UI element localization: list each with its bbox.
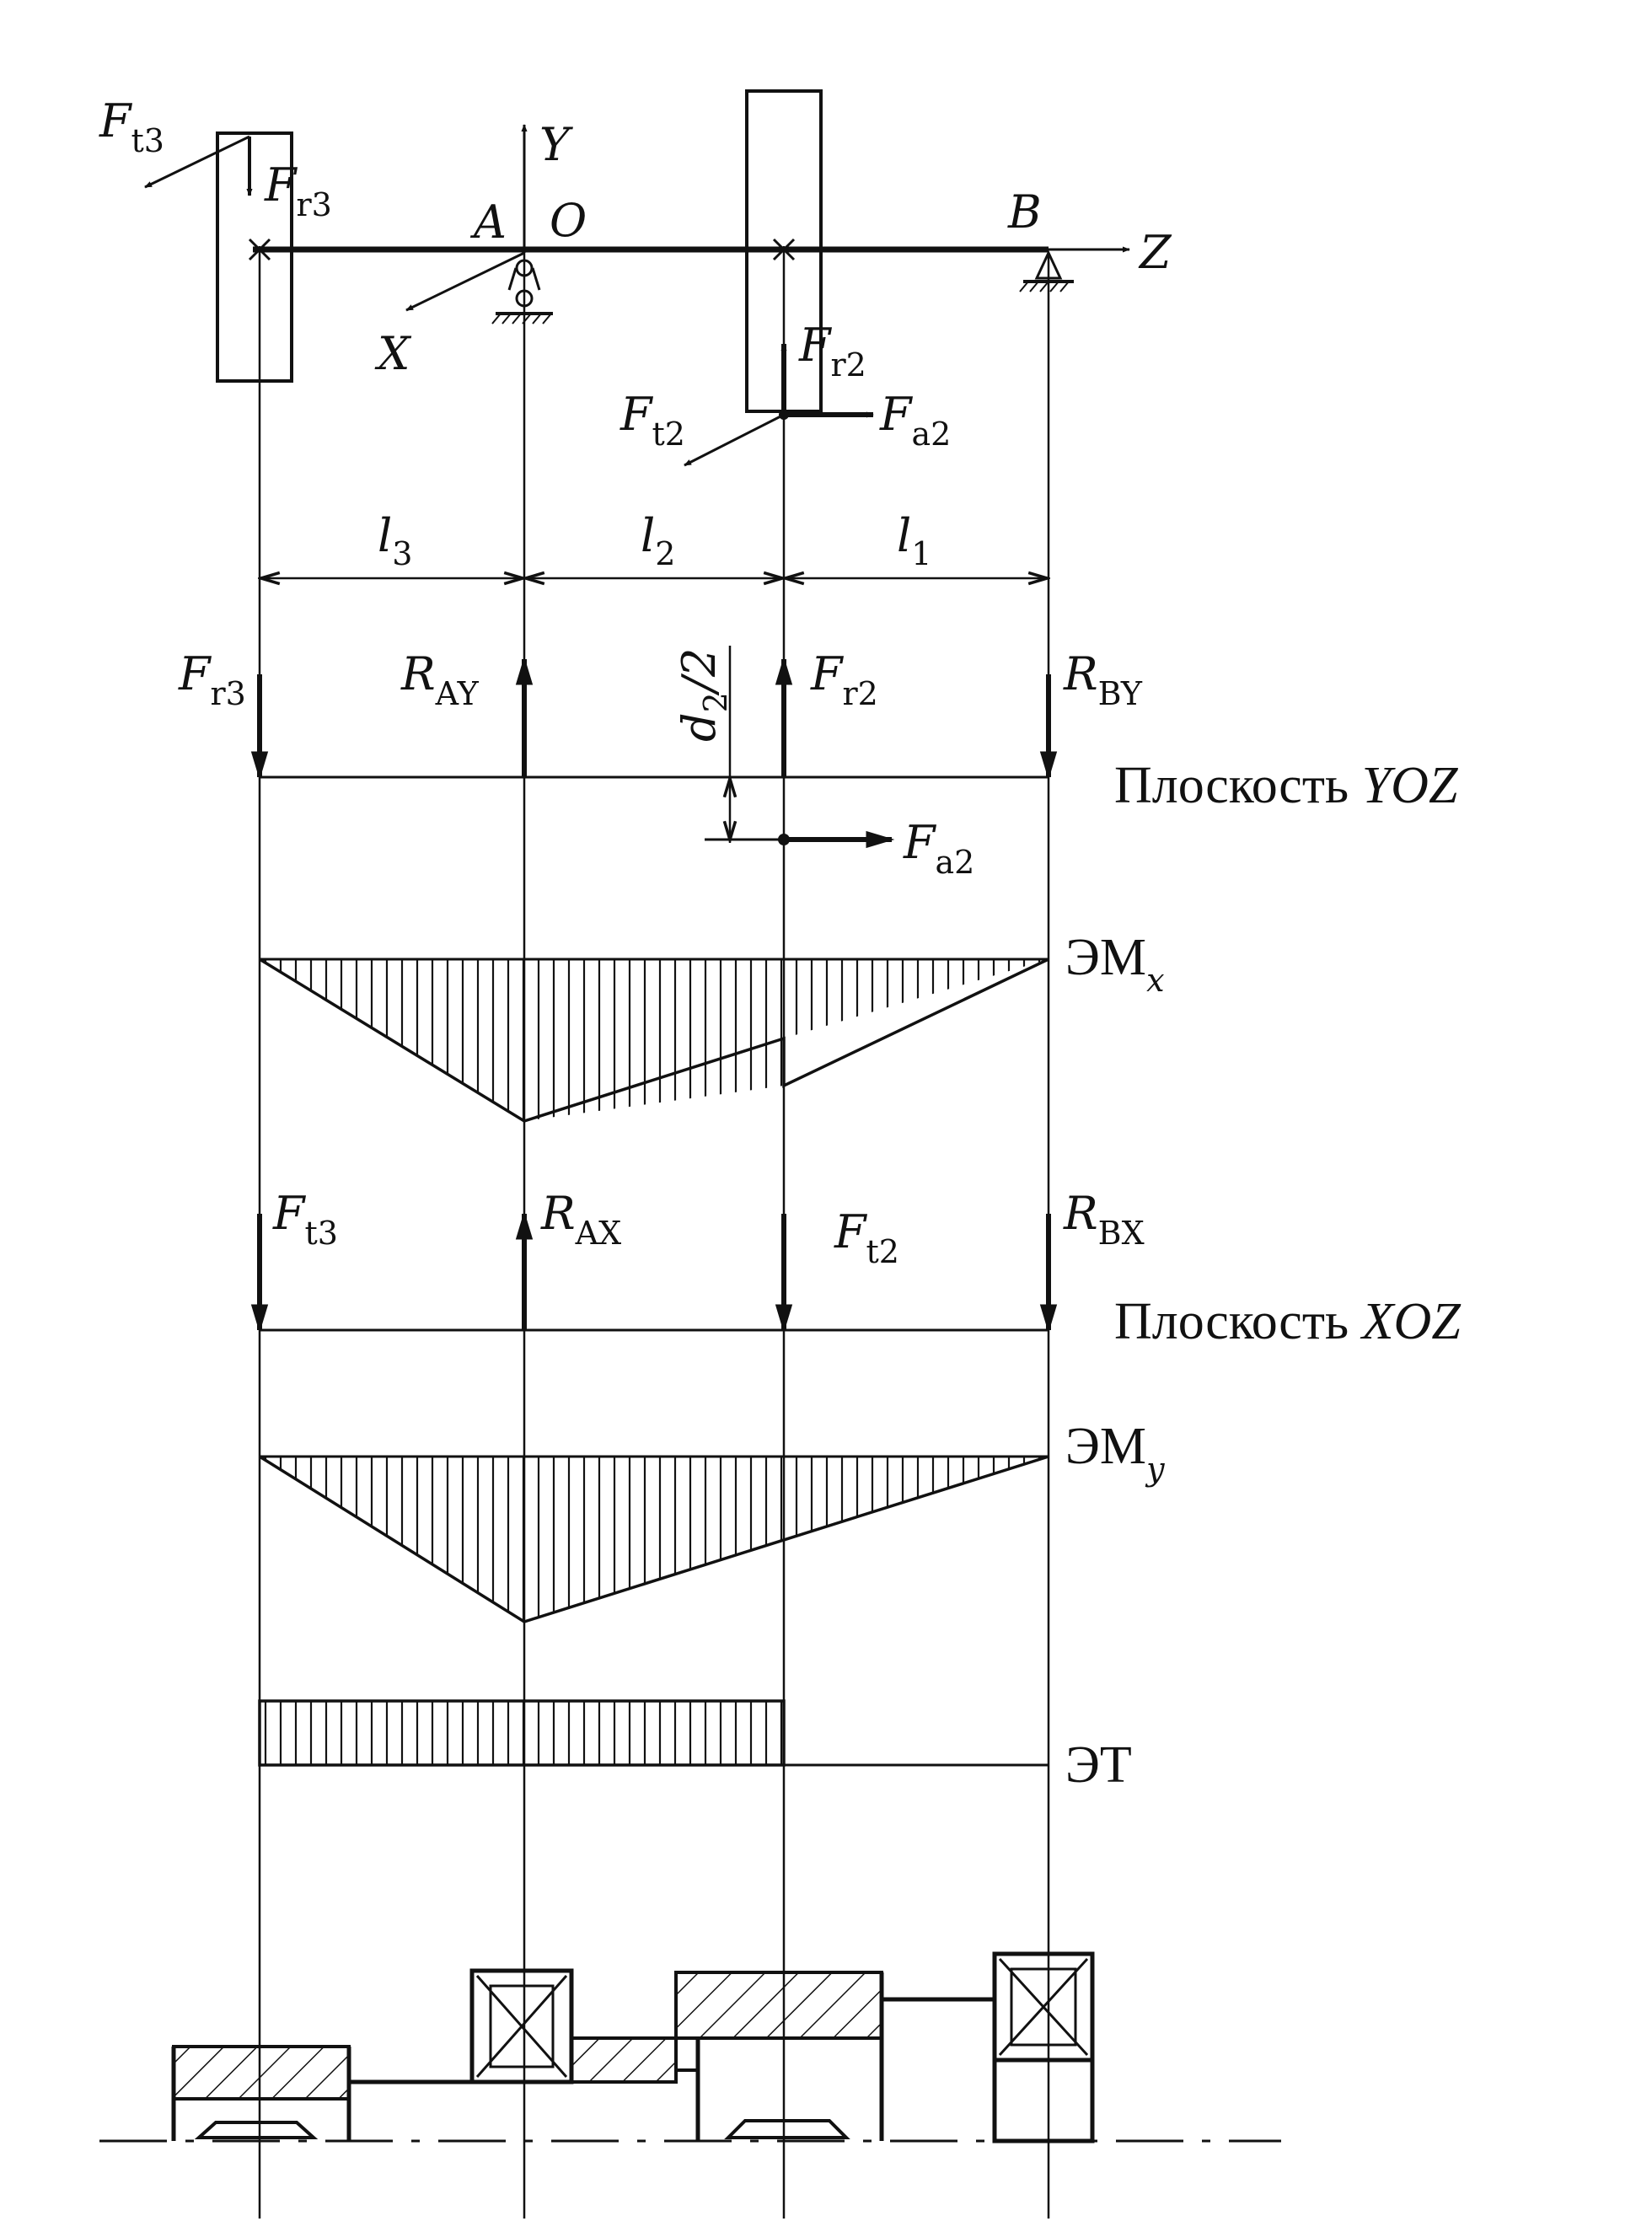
shaft-end [992, 2060, 1095, 2143]
spacer-sleeve [570, 2036, 678, 2084]
epure-mx-fill [260, 959, 1049, 1121]
epure-my: ЭМy [259, 1418, 1165, 1623]
epure-my-fill [260, 1457, 1049, 1622]
axis-x-label: X [374, 327, 412, 380]
force-r2-label: Fr2 [798, 319, 866, 384]
key-slot-right [724, 2119, 850, 2139]
epure-t-outline [258, 1699, 786, 1767]
load-a2-label-yoz: Fa2 [903, 816, 974, 881]
gear3-center-mark [248, 238, 271, 261]
span-l2-label: l2 [641, 509, 675, 572]
plane-xoz-title: Плоскость XOZ [1114, 1293, 1461, 1350]
force-t3-label: Ft3 [99, 94, 164, 159]
load-t3-label-xoz: Ft3 [272, 1187, 338, 1252]
plane-yoz-title: Плоскость YOZ [1114, 757, 1458, 814]
epure-mx-label: ЭМx [1065, 929, 1165, 999]
x-axis-arrow [405, 251, 525, 312]
epure-t: ЭТ [258, 1699, 1132, 1794]
load-a2-point [778, 834, 790, 845]
plane-xoz-scheme: Ft3 RAX Ft2 RBX Плоскость XOZ [250, 1187, 1461, 1350]
gear3-body [216, 131, 293, 383]
epure-t-label: ЭТ [1065, 1736, 1132, 1794]
origin-label: O [550, 194, 587, 247]
span-dimensions: l3 l2 l1 [263, 509, 1045, 578]
key-slot-left [194, 2121, 319, 2139]
reaction-ax-label: RAX [540, 1187, 621, 1252]
reaction-ay-label: RAY [400, 647, 480, 712]
support-a-icon [491, 259, 553, 325]
reaction-by-label: RBY [1063, 647, 1143, 712]
gear2-center-mark [772, 238, 796, 261]
load-t2-label-xoz: Ft2 [834, 1205, 899, 1270]
load-r2-label-yoz: Fr2 [810, 647, 878, 712]
epure-mx-outline [259, 958, 1049, 1123]
gear2-hatched-rim [674, 1971, 883, 2040]
force-t3-arrow [144, 135, 250, 189]
radius-label: d2/2 [673, 648, 734, 742]
span-l1-label: l1 [897, 509, 931, 572]
reaction-bx-label: RBX [1063, 1187, 1145, 1252]
axis-y-label: Y [539, 118, 573, 171]
support-a-label: A [469, 196, 507, 249]
epure-my-label: ЭМy [1065, 1418, 1165, 1488]
bearing-b-inner [1010, 1967, 1077, 2047]
axis-z-label: Z [1138, 226, 1172, 279]
shaft-drawing [99, 1951, 1281, 2143]
force-r3-label: Fr3 [264, 158, 332, 223]
force-t2-label: Ft2 [620, 388, 685, 453]
epure-t-fill [260, 1701, 784, 1765]
force-application-point [779, 410, 789, 420]
force-a2-label: Fa2 [879, 388, 951, 453]
load-t3-label-yoz: Fr3 [178, 647, 246, 712]
epure-my-outline [259, 1455, 1049, 1623]
span-l3-label: l3 [378, 509, 412, 572]
force-t2-arrow [684, 413, 785, 467]
plane-yoz-scheme: Fr3 RAY Fr2 RBY Fa2 d2/2 Плоскость YOZ [178, 646, 1458, 881]
gear3-hatched-rim [172, 2045, 351, 2101]
support-b-icon [1019, 249, 1074, 292]
epure-mx: ЭМx [259, 929, 1165, 1123]
spatial-scheme: Y Z X O A B Ft3 Fr3 Fr2 Fa2 Ft2 [99, 89, 1172, 467]
bearing-a-body [469, 1968, 574, 2084]
support-b-label: B [1007, 185, 1042, 239]
bearing-a-inner [489, 1984, 555, 2068]
bearing-b-body [992, 1951, 1095, 2063]
